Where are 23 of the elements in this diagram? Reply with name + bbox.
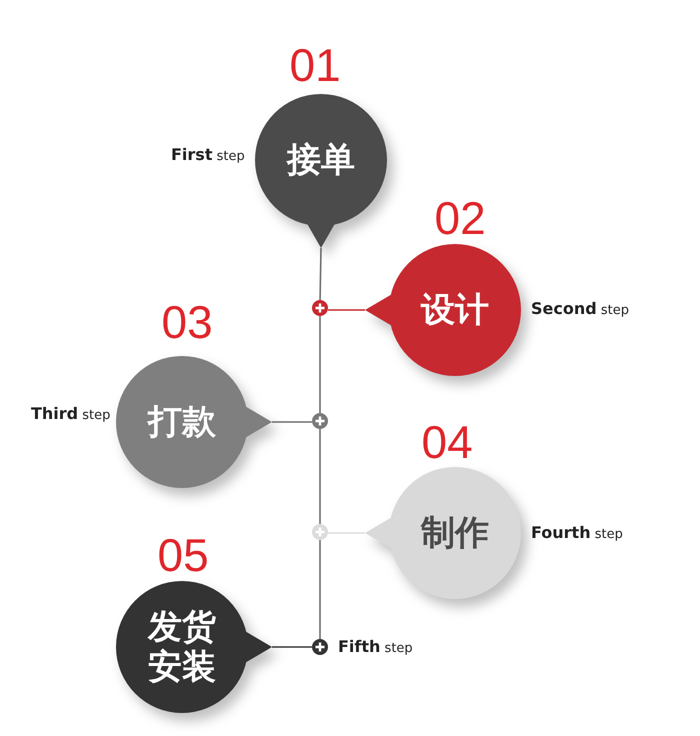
step-label: 接单 <box>285 140 356 180</box>
connector-line <box>319 316 321 413</box>
step-label: 打款 <box>146 402 217 442</box>
connector-line <box>328 532 365 534</box>
step-label: 发货安装 <box>146 607 217 687</box>
step-label: 制作 <box>420 513 490 553</box>
step-caption: Second step <box>531 299 629 320</box>
step-number: 02 <box>434 195 486 241</box>
connector-line <box>328 309 365 311</box>
step-label: 设计 <box>420 290 490 330</box>
connector-line <box>319 429 321 524</box>
step-caption: Fifth step <box>338 637 413 658</box>
step-number: 05 <box>158 532 209 578</box>
connector-line <box>319 248 322 300</box>
step-number: 01 <box>290 42 341 88</box>
step-caption: Fourth step <box>531 523 623 544</box>
step-caption: Third step <box>31 404 110 425</box>
step-number: 03 <box>162 299 213 345</box>
connector-line <box>319 540 321 639</box>
connector-line <box>272 646 312 648</box>
step-number: 04 <box>422 419 473 465</box>
connector-line <box>272 421 312 423</box>
step-caption: First step <box>171 145 245 166</box>
